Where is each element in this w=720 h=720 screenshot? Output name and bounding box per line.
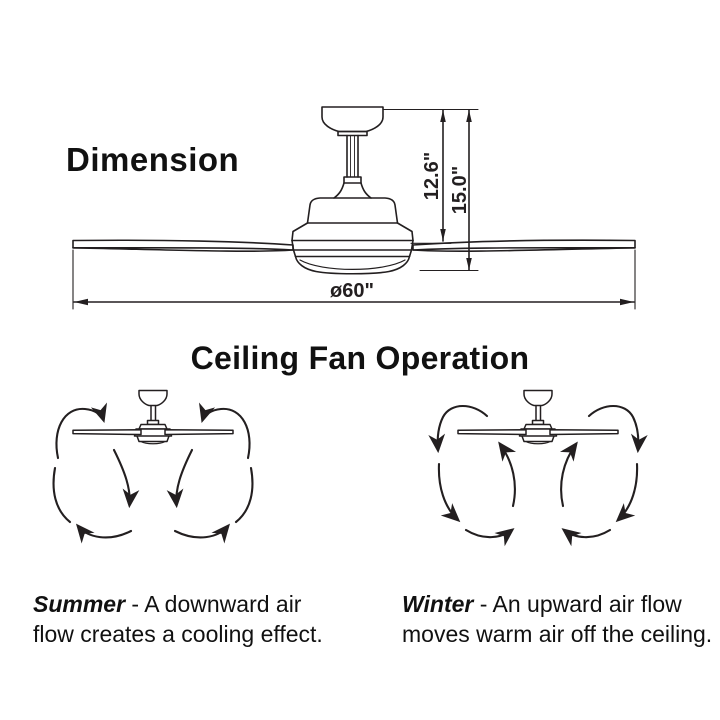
dimension-heading: Dimension xyxy=(66,141,240,178)
summer-airflow-arrows-right xyxy=(166,402,254,544)
winter-airflow-arrows-left xyxy=(428,404,517,547)
dimension-line-diameter xyxy=(72,249,636,310)
summer-caption-line2: flow creates a cooling effect. xyxy=(33,621,323,647)
summer-term: Summer xyxy=(33,591,126,617)
downrod-outline xyxy=(333,134,372,199)
fan-dimension-drawing: 12.6" 15.0" ø60" xyxy=(72,106,636,310)
motor-housing-outline xyxy=(291,197,414,275)
winter-airflow-arrows-right xyxy=(559,404,648,547)
winter-caption-line1: - An upward air flow xyxy=(473,591,682,617)
summer-airflow-arrows-left xyxy=(52,402,140,544)
winter-caption-line2: moves warm air off the ceiling. xyxy=(402,621,713,647)
label-diameter: ø60" xyxy=(330,280,374,302)
small-fan-icon xyxy=(457,389,619,445)
label-height-inner: 12.6" xyxy=(421,152,443,200)
winter-term: Winter xyxy=(402,591,474,617)
canopy-outline xyxy=(321,106,384,137)
summer-caption-line1: - A downward air xyxy=(125,591,302,617)
summer-airflow-diagram xyxy=(52,389,254,544)
label-height-outer: 15.0" xyxy=(449,166,471,214)
dimension-line-15-0 xyxy=(419,109,479,272)
dimension-line-12-6 xyxy=(382,108,479,244)
winter-airflow-diagram xyxy=(428,389,648,547)
fan-blades-outline xyxy=(72,239,636,252)
summer-caption: Summer - A downward air flow creates a c… xyxy=(33,589,363,649)
small-fan-icon xyxy=(72,389,234,445)
winter-caption: Winter - An upward air flow moves warm a… xyxy=(402,589,720,649)
operation-heading: Ceiling Fan Operation xyxy=(190,340,530,376)
